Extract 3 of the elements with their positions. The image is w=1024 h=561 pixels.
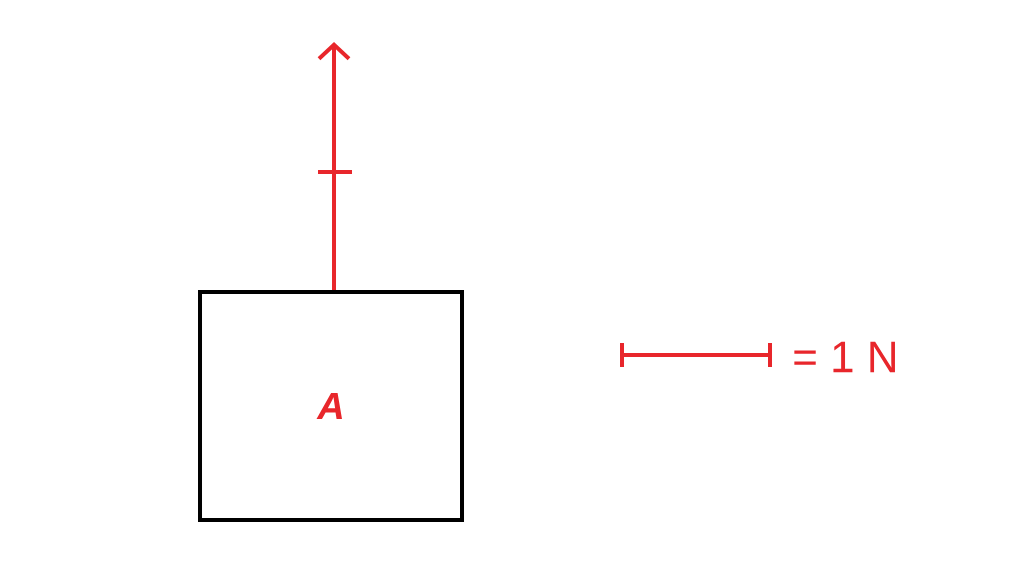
legend-text: = 1 N — [794, 341, 895, 373]
box — [198, 290, 464, 522]
box-label: A — [316, 392, 342, 420]
